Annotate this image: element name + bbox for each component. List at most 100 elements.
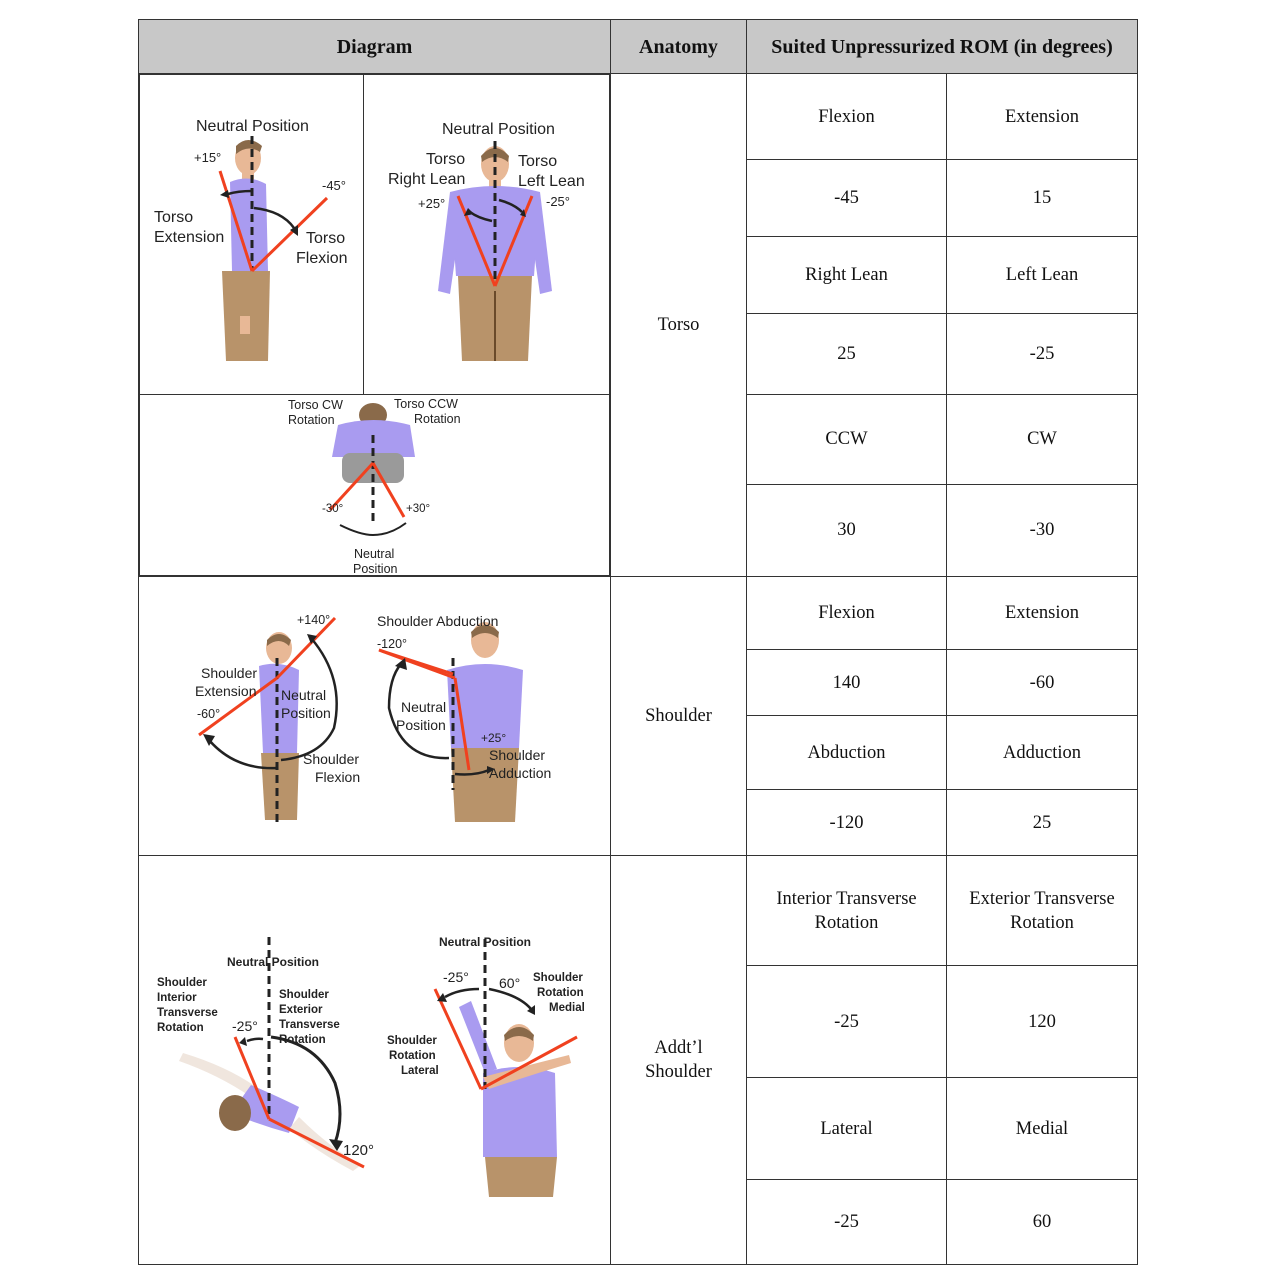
addtl-r1-c2: Exterior Transverse Rotation xyxy=(945,855,1139,966)
addtl-fig2-lat1: Shoulder xyxy=(387,1035,437,1047)
torso-r4-c1: 25 xyxy=(746,313,947,395)
torso-fig2-rl2: Right Lean xyxy=(388,171,465,188)
shoulder-fig2-plus: +25° xyxy=(481,731,506,745)
torso-diagram-grid: Neutral Position +15° -45° Torso Extensi… xyxy=(139,74,610,576)
addtl-r1-c1: Interior Transverse Rotation xyxy=(746,855,947,966)
addtl-r2-c2: 120 xyxy=(945,965,1139,1078)
torso-lean-figure: Neutral Position Torso Right Lean Torso … xyxy=(363,74,610,395)
shoulder-fig2-abd: Shoulder Abduction xyxy=(377,613,498,629)
torso-r6-c2: -30 xyxy=(945,483,1139,578)
shoulder-fig1-n2: Position xyxy=(281,705,331,721)
addtl-fig1-int3: Transverse xyxy=(157,1007,218,1019)
addtl-r4-c1: -25 xyxy=(746,1179,947,1265)
addtl-fig2-med1: Shoulder xyxy=(533,972,583,984)
shoulder-fig2-add1: Shoulder xyxy=(489,747,545,763)
addtl-r4-c2: 60 xyxy=(945,1179,1139,1265)
torso-r4-c2: -25 xyxy=(945,313,1139,395)
shoulder-r2-c2: -60 xyxy=(945,649,1139,716)
torso-flexion-figure: Neutral Position +15° -45° Torso Extensi… xyxy=(139,74,364,395)
torso-fig3-ccw2: Rotation xyxy=(414,412,461,426)
torso-fig2-minus: -25° xyxy=(546,194,570,209)
addtl-fig1-minus: -25° xyxy=(232,1018,258,1034)
torso-fig2-ll1: Torso xyxy=(518,153,557,170)
addtl-anatomy: Addt’l Shoulder xyxy=(610,855,747,1265)
addtl-r3-c2: Medial xyxy=(945,1077,1139,1180)
torso-fig1-minus: -45° xyxy=(322,178,346,193)
shoulder-fig1-minus: -60° xyxy=(197,707,220,721)
shoulder-r3-c2: Adduction xyxy=(945,715,1139,790)
torso-fig1-ext2: Extension xyxy=(154,229,224,246)
torso-fig1-flex2: Flexion xyxy=(296,250,348,267)
torso-rotation-figure: Torso CW Rotation Torso CCW Rotation -30… xyxy=(139,394,610,576)
torso-fig1-neutral: Neutral Position xyxy=(196,118,309,135)
torso-anatomy: Torso xyxy=(610,73,747,577)
addtl-fig1-plus: 120° xyxy=(343,1142,374,1159)
torso-diagram-cell: Neutral Position +15° -45° Torso Extensi… xyxy=(138,73,611,577)
torso-r5-c2: CW xyxy=(945,393,1139,485)
addtl-row-1: Neutral Position Shoulder Interior Trans… xyxy=(138,855,1139,1265)
torso-r1-c1: Flexion xyxy=(746,72,947,161)
torso-fig3-n2: Position xyxy=(353,562,398,575)
torso-fig3-cw1: Torso CW xyxy=(288,398,343,412)
torso-r3-c1: Right Lean xyxy=(746,236,947,315)
torso-fig2-plus: +25° xyxy=(418,196,445,211)
addtl-fig2-lat3: Lateral xyxy=(401,1065,439,1077)
shoulder-fig1-plus: +140° xyxy=(297,613,330,627)
torso-r5-c1: CCW xyxy=(746,393,947,485)
addtl-fig1-int4: Rotation xyxy=(157,1022,204,1034)
shoulder-fig1-ext1: Shoulder xyxy=(201,665,257,681)
addtl-fig2-med2: Rotation xyxy=(537,987,584,999)
torso-row-5: CCW CW xyxy=(139,393,1139,485)
torso-row-2: -45 15 xyxy=(139,159,1139,238)
torso-row-6: 30 -30 xyxy=(139,483,1139,578)
shoulder-fig1-flex1: Shoulder xyxy=(303,751,359,767)
torso-fig2-ll2: Left Lean xyxy=(518,173,585,190)
shoulder-r1-c2: Extension xyxy=(945,576,1139,650)
torso-r3-c2: Left Lean xyxy=(945,236,1139,315)
shoulder-diagram-cell: +140° Shoulder Extension -60° Neutral Po… xyxy=(138,576,611,856)
shoulder-row-1: +140° Shoulder Extension -60° Neutral Po… xyxy=(138,576,1139,856)
addtl-r1-c2-text: Exterior Transverse Rotation xyxy=(969,888,1115,933)
torso-fig3-cw2: Rotation xyxy=(288,413,335,427)
addtl-fig1-ext1: Shoulder xyxy=(279,989,329,1001)
shoulder-r4-c2: 25 xyxy=(945,789,1139,856)
addtl-row-3: Lateral Medial xyxy=(139,1077,1139,1180)
header-diagram: Diagram xyxy=(138,19,611,74)
shoulder-fig2-n1: Neutral xyxy=(401,699,446,715)
addtl-fig1-ext3: Transverse xyxy=(279,1019,340,1031)
shoulder-row-2: 140 -60 xyxy=(139,649,1139,716)
addtl-r3-c1: Lateral xyxy=(746,1077,947,1180)
addtl-fig2-neutral: Neutral Position xyxy=(439,935,531,949)
addtl-fig2-minus: -25° xyxy=(443,969,469,985)
addtl-fig1-int2: Interior xyxy=(157,992,197,1004)
shoulder-r2-c1: 140 xyxy=(746,649,947,716)
addtl-fig2-plus: 60° xyxy=(499,975,520,991)
shoulder-fig1-ext2: Extension xyxy=(195,683,256,699)
shoulder-fig1-n1: Neutral xyxy=(281,687,326,703)
shoulder-anatomy: Shoulder xyxy=(610,576,747,856)
addtl-diagram-cell: Neutral Position Shoulder Interior Trans… xyxy=(138,855,611,1265)
torso-fig3-minus: -30° xyxy=(322,503,343,515)
torso-fig3-plus: +30° xyxy=(406,503,430,515)
torso-r2-c1: -45 xyxy=(746,159,947,238)
torso-r1-c2: Extension xyxy=(945,72,1139,161)
addtl-fig1-neutral: Neutral Position xyxy=(227,955,319,969)
torso-r2-c2: 15 xyxy=(945,159,1139,238)
torso-row-4: 25 -25 xyxy=(139,313,1139,395)
torso-fig2-rl1: Torso xyxy=(426,151,465,168)
addtl-anatomy-label: Addt’l Shoulder xyxy=(645,1038,712,1082)
torso-fig1-plus: +15° xyxy=(194,150,221,165)
torso-r6-c1: 30 xyxy=(746,483,947,578)
addtl-fig1-ext2: Exterior xyxy=(279,1004,323,1016)
addtl-r1-c1-text: Interior Transverse Rotation xyxy=(776,888,917,933)
torso-fig2-neutral: Neutral Position xyxy=(442,121,555,138)
addtl-fig2-med3: Medial xyxy=(549,1002,585,1014)
header-row: Diagram Anatomy Suited Unpressurized ROM… xyxy=(138,19,1139,74)
shoulder-r3-c1: Abduction xyxy=(746,715,947,790)
torso-fig3-ccw1: Torso CCW xyxy=(394,397,458,411)
addtl-fig2-lat2: Rotation xyxy=(389,1050,436,1062)
torso-fig3-n1: Neutral xyxy=(354,547,394,561)
torso-row-1: Neutral Position +15° -45° Torso Extensi… xyxy=(138,72,1139,577)
shoulder-fig1-flex2: Flexion xyxy=(315,769,360,785)
shoulder-r1-c1: Flexion xyxy=(746,576,947,650)
